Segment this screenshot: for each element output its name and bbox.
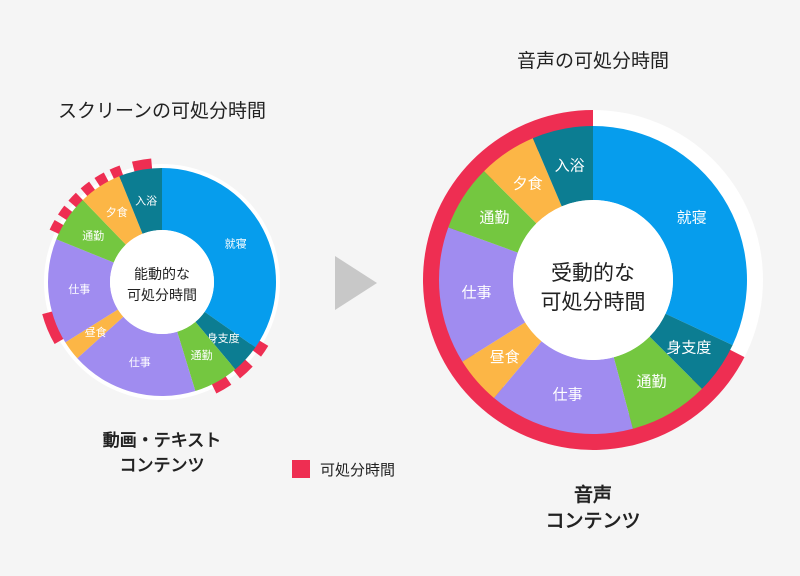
left-segment-label-3: 仕事 [129,356,151,369]
legend: 可処分時間 [292,460,395,479]
left-segment-label-5: 仕事 [68,283,90,296]
left-segment-label-4: 昼食 [85,325,107,339]
right-segment-label-0: 就寝 [677,208,707,226]
right-chart-title: 音声の可処分時間 [517,50,669,72]
right-segment-3 [494,341,633,434]
right-segment-2 [613,336,702,429]
left-segment-5 [48,239,118,343]
left-center-line1: 能動的な [134,267,190,283]
left-segment-2 [177,321,236,392]
right-segment-4 [462,322,542,398]
left-segment-3 [77,316,196,396]
right-segment-8 [532,126,593,207]
right-segment-label-5: 仕事 [462,283,492,301]
right-segment-5 [438,227,526,362]
legend-label: 可処分時間 [320,461,395,479]
legend-swatch [292,460,310,478]
left-segment-7 [82,176,143,245]
right-caption-line2: コンテンツ [545,510,640,532]
left-segment-4 [65,309,124,359]
left-center-circle [110,230,214,334]
left-segment-0 [162,168,276,348]
right-segment-label-1: 身支度 [666,338,711,356]
right-segment-label-8: 入浴 [555,157,585,175]
right-segment-0 [593,126,748,346]
left-segment-label-1: 身支度 [207,331,240,345]
right-arrow-icon [335,256,377,310]
right-segment-6 [448,171,537,253]
right-center-circle [513,200,673,360]
left-segment-1 [195,311,256,370]
left-segment-label-6: 通勤 [82,229,104,242]
left-chart-title: スクリーンの可処分時間 [58,100,266,122]
right-segment-label-4: 昼食 [490,348,520,366]
left-caption-line1: 動画・テキスト [103,430,222,451]
left-segment-6 [56,199,126,263]
right-segment-label-7: 夕食 [513,174,543,192]
left-segment-label-8: 入浴 [135,194,157,207]
left-segment-label-0: 就寝 [225,237,247,251]
right-center-line2: 可処分時間 [541,290,646,314]
right-segment-label-6: 通勤 [479,208,509,226]
left-segment-label-2: 通勤 [191,349,213,362]
right-segment-1 [649,313,733,389]
left-segment-label-7: 夕食 [106,205,128,219]
right-center-line1: 受動的な [551,261,635,285]
right-segment-label-3: 仕事 [553,385,583,403]
left-caption-line2: コンテンツ [120,456,205,476]
left-center-line2: 可処分時間 [127,288,197,304]
left-segment-8 [119,168,162,234]
right-segment-label-2: 通勤 [636,373,666,391]
right-caption-line1: 音声 [574,483,612,506]
right-segment-7 [484,138,562,224]
